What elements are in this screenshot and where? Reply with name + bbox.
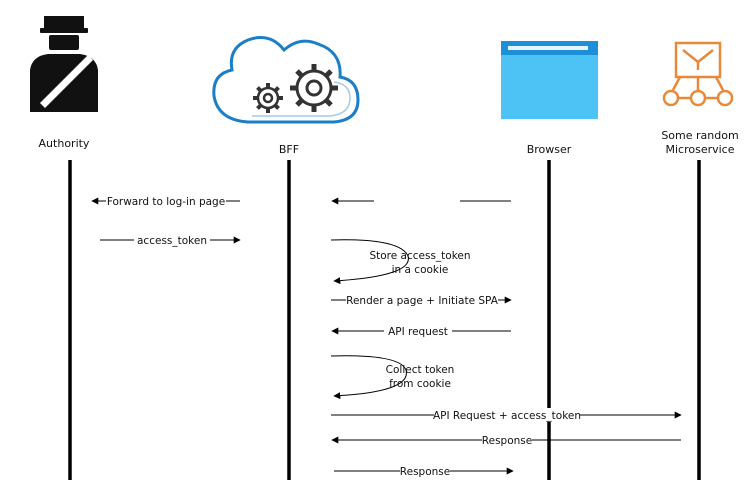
browser-window-icon [501, 41, 598, 119]
actor-label-browser: Browser [527, 143, 572, 156]
cloud-gears-icon [212, 36, 360, 124]
actor-label-microservice-line2: Microservice [665, 143, 734, 156]
message-label-api-request-token: API Request + access_token [433, 410, 581, 422]
actor-label-bff: BFF [279, 143, 299, 156]
message-label-response-microservice: Response [482, 435, 532, 447]
message-label-render: Render a page + Initiate SPA [346, 295, 499, 307]
message-label-collect-token-line1: Collect token [386, 364, 455, 376]
message-arrow-store-cookie [330, 239, 409, 285]
microservice-hierarchy-icon [662, 41, 734, 107]
message-label-access-token: access_token [137, 235, 207, 247]
message-label-store-cookie-line1: Store access_token [369, 250, 470, 262]
message-label-store-cookie-line2: in a cookie [392, 264, 449, 276]
authority-guard-icon [30, 16, 98, 112]
message-label-response-browser: Response [400, 466, 450, 478]
message-label-forward-login: Forward to log-in page [107, 196, 225, 208]
actor-label-microservice-line1: Some random [661, 129, 738, 142]
message-label-api-request: API request [388, 326, 448, 338]
actor-label-authority: Authority [39, 137, 90, 150]
message-label-collect-token-line2: from cookie [389, 378, 451, 390]
message-arrow-collect-token [330, 355, 407, 400]
